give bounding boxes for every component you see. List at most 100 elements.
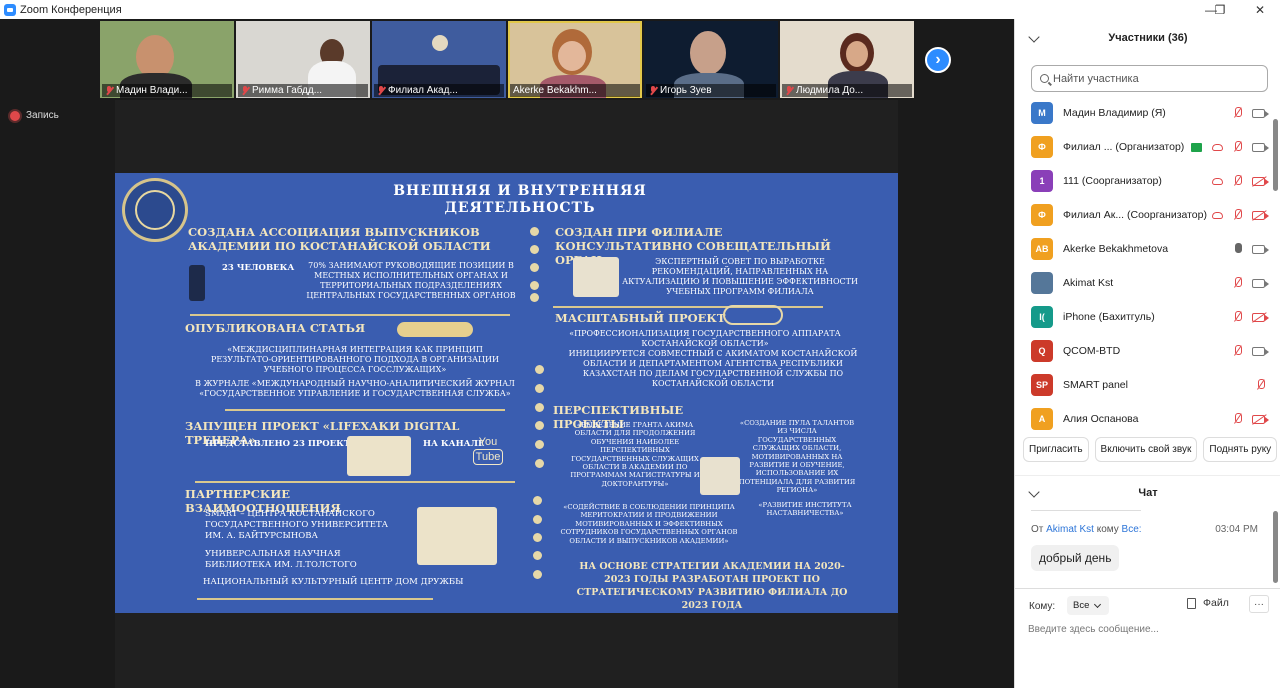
unmute-self-button[interactable]: Включить свой звук xyxy=(1094,437,1198,462)
maximize-icon[interactable]: ❐ xyxy=(1214,2,1226,17)
file-icon xyxy=(1187,597,1196,609)
mic-icon[interactable] xyxy=(1233,243,1242,255)
muted-mic-icon[interactable] xyxy=(1233,107,1242,119)
video-tile[interactable]: Игорь Зуев xyxy=(644,21,778,98)
participant-name: Мадин Владимир (Я) xyxy=(1063,107,1166,119)
screen-share-view: ВНЕШНЯЯ И ВНУТРЕННЯЯ ДЕЯТЕЛЬНОСТЬ СОЗДАН… xyxy=(115,100,898,688)
chat-scrollbar[interactable] xyxy=(1273,511,1278,583)
zoom-logo-icon xyxy=(4,3,16,16)
gallery-next-button[interactable]: › xyxy=(925,47,951,73)
search-placeholder: Найти участника xyxy=(1053,72,1139,85)
camera-icon[interactable] xyxy=(1252,244,1269,254)
participant-name: 111 (Соорганизатор) xyxy=(1063,175,1162,187)
muted-mic-icon[interactable] xyxy=(1233,141,1242,153)
tile-name: Римма Габдд... xyxy=(252,85,323,96)
participants-actions: Пригласить Включить свой звук Поднять ру… xyxy=(1023,437,1279,462)
camera-icon[interactable] xyxy=(1252,346,1269,356)
graduate-illustration xyxy=(189,265,205,301)
participant-name: Akerke Bekakhmetova xyxy=(1063,243,1169,255)
avatar: SP xyxy=(1031,374,1053,396)
participant-row[interactable]: Akimat Kst xyxy=(1015,266,1273,300)
project-item: «СОДЕЙСТВИЕ В СОБЛЮДЕНИИ ПРИНЦИПА МЕРИТО… xyxy=(560,503,738,545)
title-bar: Zoom Конференция — ❐ ✕ xyxy=(0,0,1280,19)
participant-row[interactable]: I( iPhone (Бахитгуль) xyxy=(1015,300,1273,334)
avatar: Q xyxy=(1031,340,1053,362)
video-tile[interactable]: Людмила До... xyxy=(780,21,914,98)
file-button[interactable]: Файл xyxy=(1187,597,1229,609)
camera-off-icon[interactable] xyxy=(1252,414,1269,424)
chevron-down-icon xyxy=(1094,600,1102,608)
screen-share-icon xyxy=(1191,142,1202,152)
close-icon[interactable]: ✕ xyxy=(1254,2,1266,17)
section-text: ИНИЦИИРУЕТСЯ СОВМЕСТНЫЙ С АКИМАТОМ КОСТА… xyxy=(568,349,858,388)
channel-label: НА КАНАЛЕ xyxy=(423,439,485,449)
participant-row[interactable]: M Мадин Владимир (Я) xyxy=(1015,96,1273,130)
video-tile[interactable]: Филиал Акад... xyxy=(372,21,506,98)
recipient-select[interactable]: Все xyxy=(1067,596,1109,615)
partner-item: SMART – ЦЕНТРА КОСТАНАЙСКОГО ГОСУДАРСТВЕ… xyxy=(205,509,389,541)
participant-row[interactable]: Ф Филиал ... (Организатор) xyxy=(1015,130,1273,164)
section-heading: МАСШТАБНЫЙ ПРОЕКТ xyxy=(555,311,726,325)
chat-header: Чат xyxy=(1015,475,1280,509)
participants-scrollbar[interactable] xyxy=(1273,119,1278,191)
participant-name: Akimat Kst xyxy=(1063,277,1114,289)
section-heading: СОЗДАНА АССОЦИАЦИЯ ВЫПУСКНИКОВ АКАДЕМИИ … xyxy=(188,225,491,253)
participant-name: SMART panel xyxy=(1063,379,1128,391)
muted-mic-icon[interactable] xyxy=(1233,311,1242,323)
camera-off-icon[interactable] xyxy=(1252,312,1269,322)
avatar: 1 xyxy=(1031,170,1053,192)
camera-icon[interactable] xyxy=(1252,108,1269,118)
tile-name: Akerke Bekakhm... xyxy=(513,85,597,96)
more-options-button[interactable]: ··· xyxy=(1249,595,1269,613)
participant-video xyxy=(690,31,726,75)
alumni-count: 23 ЧЕЛОВЕКА xyxy=(222,263,295,273)
podium-illustration xyxy=(700,457,740,495)
camera-off-icon[interactable] xyxy=(1252,210,1269,220)
muted-mic-icon[interactable] xyxy=(1233,413,1242,425)
camera-icon[interactable] xyxy=(1252,142,1269,152)
cloud-record-icon xyxy=(1212,143,1223,151)
collapse-chevron-icon[interactable] xyxy=(1028,31,1040,43)
participants-header: Участники (36) xyxy=(1015,19,1280,57)
muted-mic-icon[interactable] xyxy=(1256,379,1265,391)
participant-name: Алия Оспанова xyxy=(1063,413,1139,425)
muted-mic-icon[interactable] xyxy=(1233,345,1242,357)
participant-row[interactable]: Ф Филиал Ак... (Соорганизатор) xyxy=(1015,198,1273,232)
collapse-chevron-icon[interactable] xyxy=(1028,486,1040,498)
invite-button[interactable]: Пригласить xyxy=(1023,437,1089,462)
chat-message-input[interactable]: Введите здесь сообщение... xyxy=(1028,624,1159,635)
record-icon xyxy=(10,110,20,121)
participant-name: Филиал Ак... (Соорганизатор) xyxy=(1063,209,1207,221)
recording-indicator: Запись xyxy=(10,110,59,121)
chat-recipient-link[interactable]: Все: xyxy=(1121,524,1142,535)
camera-icon[interactable] xyxy=(1252,278,1269,288)
participant-row[interactable]: AB Akerke Bekakhmetova xyxy=(1015,232,1273,266)
participant-row[interactable]: SP SMART panel xyxy=(1015,368,1273,402)
muted-mic-icon xyxy=(105,86,113,95)
minimize-icon[interactable]: — xyxy=(1205,2,1217,17)
video-tile-active-speaker[interactable]: Akerke Bekakhm... xyxy=(508,21,642,98)
participant-row[interactable]: 1 111 (Соорганизатор) xyxy=(1015,164,1273,198)
participants-list: M Мадин Владимир (Я) Ф Филиал ... (Орган… xyxy=(1015,96,1273,430)
participant-name: iPhone (Бахитгуль) xyxy=(1063,311,1155,323)
slide-title: ВНЕШНЯЯ И ВНУТРЕННЯЯ ДЕЯТЕЛЬНОСТЬ xyxy=(393,183,647,216)
youtube-logo: You Tube xyxy=(473,435,503,465)
participant-row[interactable]: Q QCOM-BTD xyxy=(1015,334,1273,368)
article-title: «МЕЖДИСЦИПЛИНАРНАЯ ИНТЕГРАЦИЯ КАК ПРИНЦИ… xyxy=(211,345,499,374)
section-heading: ПАРТНЕРСКИЕ ВЗАИМООТНОШЕНИЯ xyxy=(185,487,341,515)
camera-off-icon[interactable] xyxy=(1252,176,1269,186)
chat-sender-link[interactable]: Akimat Kst xyxy=(1046,524,1094,535)
muted-mic-icon[interactable] xyxy=(1233,175,1242,187)
raise-hand-button[interactable]: Поднять руку xyxy=(1203,437,1278,462)
participant-row[interactable]: A Алия Оспанова xyxy=(1015,402,1273,430)
participant-name: QCOM-BTD xyxy=(1063,345,1121,357)
muted-mic-icon[interactable] xyxy=(1233,209,1242,221)
video-tile[interactable]: Мадин Влади... xyxy=(100,21,234,98)
video-tile[interactable]: Римма Габдд... xyxy=(236,21,370,98)
muted-mic-icon xyxy=(241,86,249,95)
section-heading: ОПУБЛИКОВАНА СТАТЬЯ xyxy=(185,321,366,335)
avatar: Ф xyxy=(1031,136,1053,158)
muted-mic-icon[interactable] xyxy=(1233,277,1242,289)
participant-search-input[interactable]: Найти участника xyxy=(1031,65,1268,92)
